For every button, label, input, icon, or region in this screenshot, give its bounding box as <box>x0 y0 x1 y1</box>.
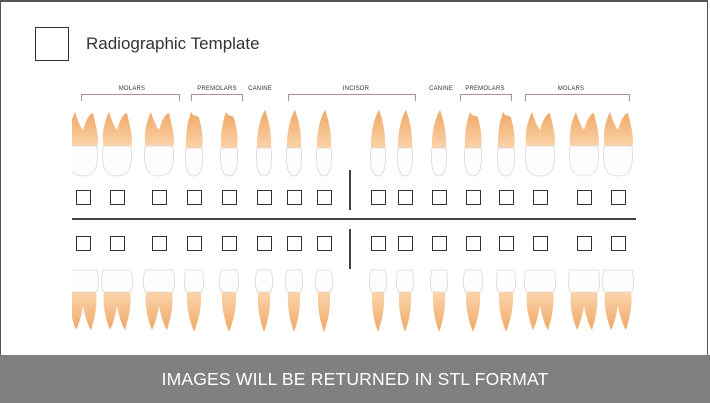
lower-tooth <box>602 269 634 330</box>
lower-tooth-checkbox[interactable] <box>287 236 302 251</box>
lower-tooth <box>143 269 175 330</box>
lower-tooth <box>430 269 448 332</box>
upper-tooth <box>397 110 413 177</box>
lower-tooth-checkbox[interactable] <box>187 236 202 251</box>
upper-tooth-checkbox[interactable] <box>533 190 548 205</box>
lower-tooth-checkbox[interactable] <box>577 236 592 251</box>
upper-tooth-checkbox[interactable] <box>371 190 386 205</box>
footer-text: IMAGES WILL BE RETURNED IN STL FORMAT <box>161 368 549 389</box>
bracket-incisor <box>288 94 416 101</box>
bracket-premolars-right <box>191 94 243 101</box>
arch-divider-line <box>72 218 636 220</box>
lower-tooth-checkbox[interactable] <box>466 236 481 251</box>
lower-tooth <box>315 269 333 332</box>
bracket-molars-right <box>81 94 180 101</box>
lower-tooth <box>524 269 556 330</box>
upper-tooth <box>144 112 174 177</box>
lower-tooth <box>184 269 204 332</box>
lower-tooth <box>72 269 99 330</box>
lower-tooth <box>255 269 273 332</box>
upper-tooth <box>316 110 332 177</box>
upper-tooth-checkbox[interactable] <box>432 190 447 205</box>
template-select-checkbox[interactable] <box>35 27 69 61</box>
lower-tooth <box>285 269 303 332</box>
upper-tooth <box>72 112 98 177</box>
lower-tooth-checkbox[interactable] <box>317 236 332 251</box>
upper-tooth <box>569 112 599 177</box>
upper-tooth-checkbox[interactable] <box>611 190 626 205</box>
group-label-incisor: INCISOR <box>342 86 370 92</box>
upper-tooth-checkbox[interactable] <box>577 190 592 205</box>
group-label-canine-left: CANINE <box>429 86 453 92</box>
lower-tooth-checkbox[interactable] <box>152 236 167 251</box>
upper-tooth <box>185 112 203 177</box>
upper-tooth <box>464 112 482 177</box>
upper-tooth-checkbox[interactable] <box>317 190 332 205</box>
bracket-molars-left <box>525 94 630 101</box>
upper-tooth-checkbox[interactable] <box>222 190 237 205</box>
upper-tooth <box>102 112 132 177</box>
upper-tooth <box>525 112 555 177</box>
upper-teeth-illustration <box>72 110 633 177</box>
upper-tooth <box>256 110 272 177</box>
upper-tooth-checkbox[interactable] <box>152 190 167 205</box>
lower-tooth-checkbox[interactable] <box>222 236 237 251</box>
upper-tooth-checkbox[interactable] <box>466 190 481 205</box>
lower-tooth <box>496 269 516 332</box>
template-header: Radiographic Template <box>35 27 260 61</box>
lower-tooth-checkbox[interactable] <box>110 236 125 251</box>
lower-tooth-checkbox[interactable] <box>432 236 447 251</box>
lower-tooth <box>463 269 483 332</box>
lower-tooth <box>568 269 600 330</box>
upper-tooth-checkbox[interactable] <box>499 190 514 205</box>
lower-tooth-checkbox[interactable] <box>533 236 548 251</box>
lower-tooth-checkbox[interactable] <box>371 236 386 251</box>
group-label-molars-left: MOLARS <box>557 86 585 92</box>
lower-tooth-checkbox[interactable] <box>499 236 514 251</box>
upper-tooth-checkbox[interactable] <box>398 190 413 205</box>
upper-tooth-checkbox[interactable] <box>187 190 202 205</box>
bracket-premolars-left <box>460 94 512 101</box>
upper-midline <box>349 170 351 210</box>
lower-tooth-checkbox[interactable] <box>398 236 413 251</box>
upper-tooth <box>603 112 633 177</box>
lower-tooth <box>101 269 133 330</box>
lower-teeth-illustration <box>72 269 634 332</box>
upper-tooth-checkbox[interactable] <box>110 190 125 205</box>
upper-tooth <box>370 110 386 177</box>
group-label-premolars-right: PREMOLARS <box>197 86 237 92</box>
upper-tooth <box>286 110 302 177</box>
lower-tooth-checkbox[interactable] <box>257 236 272 251</box>
upper-tooth-checkbox[interactable] <box>76 190 91 205</box>
upper-tooth-checkbox[interactable] <box>287 190 302 205</box>
lower-tooth-checkbox[interactable] <box>76 236 91 251</box>
footer-banner: IMAGES WILL BE RETURNED IN STL FORMAT <box>0 355 710 403</box>
upper-tooth-checkbox[interactable] <box>257 190 272 205</box>
upper-tooth <box>497 112 515 177</box>
lower-tooth-checkbox[interactable] <box>611 236 626 251</box>
lower-tooth <box>396 269 414 332</box>
group-label-premolars-left: PREMOLARS <box>465 86 505 92</box>
upper-tooth <box>220 112 238 177</box>
lower-midline <box>349 229 351 269</box>
group-label-canine-right: CANINE <box>248 86 272 92</box>
upper-tooth <box>431 110 447 177</box>
lower-tooth <box>369 269 387 332</box>
lower-tooth <box>219 269 239 332</box>
group-label-molars-right: MOLARS <box>118 86 146 92</box>
template-title: Radiographic Template <box>86 34 260 53</box>
